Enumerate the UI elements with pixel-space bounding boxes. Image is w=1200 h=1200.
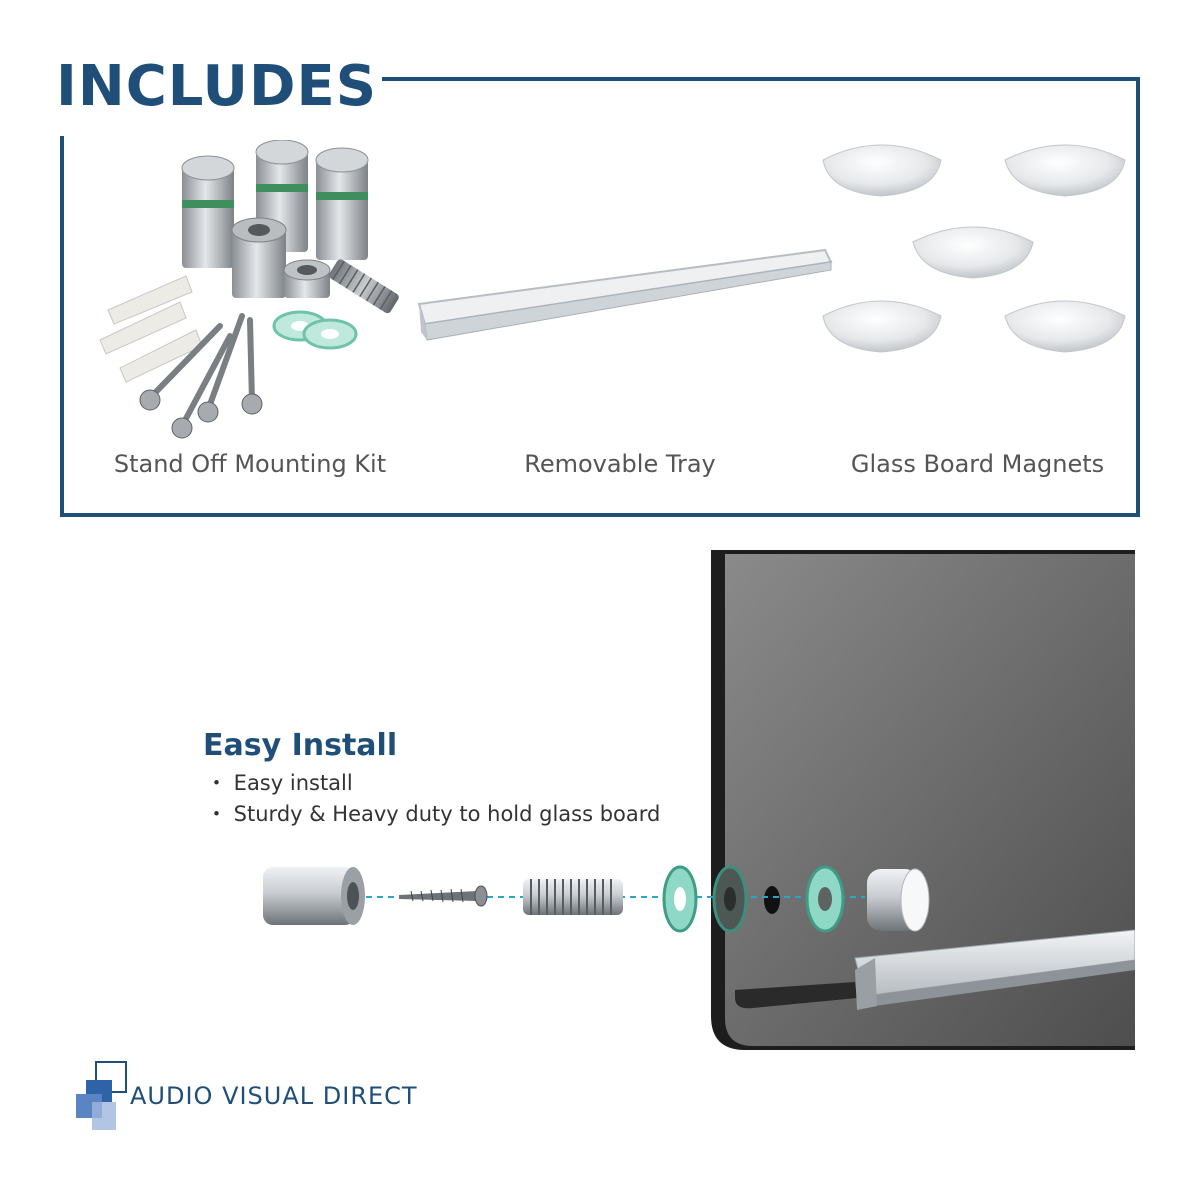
- brand-name: AUDIO VISUAL DIRECT: [130, 1082, 418, 1110]
- screw-part: [399, 885, 488, 907]
- exploded-hardware-diagram: [263, 865, 930, 933]
- threaded-rod-part: [523, 879, 623, 915]
- washer-part-3: [805, 865, 845, 933]
- caption-glass-board-magnets: Glass Board Magnets: [850, 450, 1105, 478]
- caption-standoff-kit: Stand Off Mounting Kit: [113, 450, 387, 478]
- washer-part-1: [662, 865, 698, 933]
- frame-top-border: [382, 77, 1140, 81]
- magnets-image: [822, 144, 1126, 353]
- washer-part-2: [712, 865, 748, 933]
- frame-right-border: [1136, 77, 1140, 517]
- caption-removable-tray: Removable Tray: [524, 450, 716, 478]
- frame-left-border: [60, 136, 64, 517]
- standoff-kit-image: [99, 140, 399, 439]
- glass-board-image: [711, 550, 1135, 1050]
- frame-bottom-border: [60, 513, 1140, 517]
- easy-install-heading: Easy Install: [203, 728, 398, 763]
- stacked-squares-logo-icon: [76, 1061, 127, 1130]
- removable-tray-image: [417, 248, 833, 341]
- bullet-sturdy: ・ Sturdy & Heavy duty to hold glass boar…: [206, 802, 661, 826]
- barrel-part: [263, 867, 355, 925]
- includes-heading: INCLUDES: [56, 54, 378, 119]
- bullet-easy-install: ・ Easy install: [206, 771, 353, 795]
- cap-part: [867, 868, 930, 932]
